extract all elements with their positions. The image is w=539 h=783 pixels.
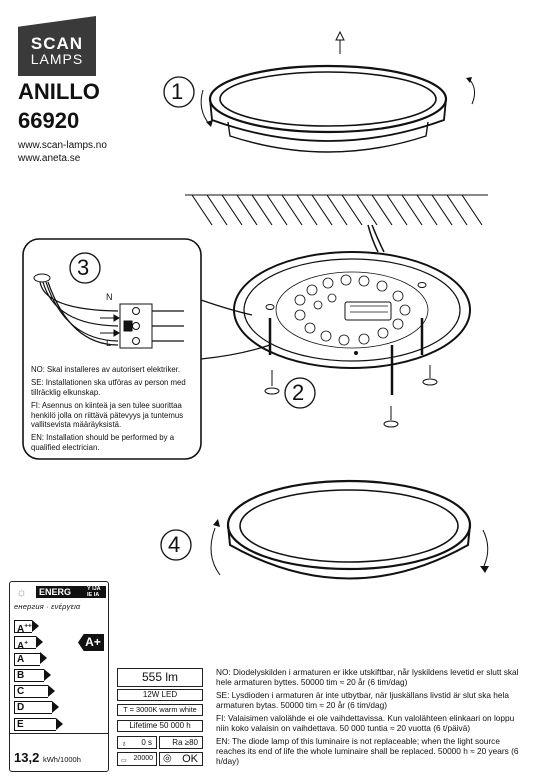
wires: [39, 281, 184, 346]
energy-consumption: 13,2 kWh/1000h: [14, 750, 81, 765]
lamp-note-fi: FI: Valaisimen valolähde ei ole vaihdett…: [216, 713, 515, 733]
logo-line-1: SCAN: [30, 33, 84, 53]
warmup-time: ♁ 0 s: [117, 736, 157, 749]
neutral-label: N: [106, 292, 113, 302]
consumption-value: 13,2: [14, 750, 40, 765]
terminal-block: [119, 303, 153, 349]
energy-class-row: D: [14, 701, 59, 715]
energy-class-row: A++: [14, 619, 39, 635]
energy-rating-badge: A+: [78, 634, 104, 651]
note-se: SE: Installationen ska utföras av person…: [31, 378, 186, 397]
website-link[interactable]: www.scan-lamps.no: [18, 140, 107, 151]
color-rendering-index: Ra ≥80: [159, 736, 203, 749]
energy-class-scale: A++ A+ A B C D E: [14, 619, 63, 734]
live-label: L: [106, 338, 112, 348]
step-circle: [69, 252, 101, 284]
energy-class-row: B: [14, 668, 51, 682]
arrow-icon: [100, 314, 120, 337]
energy-title-suffix: Y IJA IE IA: [87, 586, 101, 598]
brand-logo: SCAN LAMPS: [18, 16, 96, 76]
dimmer-icon: ◎: [163, 753, 172, 764]
ceiling-hatch: [185, 194, 488, 226]
installation-notes: NO: Skal installeres av autorisert elekt…: [31, 365, 199, 456]
energy-label: ☼ ENERG Y IJA IE IA енергия · ενέργεια A…: [9, 581, 109, 772]
step-circle: [163, 76, 195, 108]
lamp-note-no: NO: Diodelyskilden i armaturen er ikke u…: [216, 667, 519, 687]
led-module: [294, 274, 411, 346]
lumen-value: 555 lm: [117, 668, 203, 687]
step-circle: [284, 377, 316, 409]
step-number: 2: [292, 380, 305, 405]
sun-icon: ☼: [16, 585, 27, 599]
energy-title: ENERG: [39, 587, 72, 597]
lamp-note-en: EN: The diode lamp of this luminaire is …: [216, 736, 519, 766]
energy-class-row: A: [14, 652, 47, 666]
energy-header: ☼ ENERG Y IJA IE IA: [10, 582, 108, 600]
dimmable-ok: ◎ OK: [159, 752, 203, 766]
energy-class-row: C: [14, 684, 55, 699]
logo-line-2: LAMPS: [30, 50, 84, 67]
fixture-top-view: [208, 64, 448, 153]
switch-icon: ▭: [121, 758, 127, 764]
energy-subtitle: енергия · ενέργεια: [14, 602, 81, 611]
lamp-note-se: SE: Lysdioden i armaturen är inte utbytb…: [216, 690, 509, 710]
rotate-arrow-icon: [200, 89, 211, 126]
switching-cycles: ▭ 20000: [117, 752, 157, 766]
product-name: ANILLO: [18, 79, 100, 104]
wiring-panel: [22, 238, 202, 460]
product-code: 66920: [18, 108, 80, 133]
fixture-bottom-view: [226, 479, 472, 580]
rotate-arrow-icon: [469, 79, 476, 105]
energy-class-row: A+: [14, 636, 43, 652]
lamp-icon: ♁: [121, 739, 127, 748]
rotate-arrow-icon: [482, 529, 489, 567]
energy-class-row: E: [14, 717, 63, 731]
color-temperature-value: T = 3000K warm white: [117, 704, 203, 716]
note-en: EN: Installation should be performed by …: [31, 433, 175, 452]
light-source-notes: NO: Diodelyskilden i armaturen er ikke u…: [216, 667, 522, 769]
consumption-unit: kWh/1000h: [42, 755, 81, 764]
power-value: 12W LED: [117, 689, 203, 701]
note-fi: FI: Asennus on kiinteä ja sen tulee suor…: [31, 401, 184, 430]
lifetime-value: Lifetime 50 000 h: [117, 720, 203, 732]
screw-icon: [264, 318, 438, 428]
website-link[interactable]: www.aneta.se: [18, 153, 81, 164]
step-number: 3: [77, 255, 90, 280]
step-circle: [160, 529, 192, 561]
up-arrow-icon: [335, 30, 345, 54]
note-no: NO: Skal installeres av autorisert elekt…: [31, 365, 181, 374]
step-number: 4: [168, 532, 181, 557]
rotate-arrow-icon: [210, 527, 221, 576]
step-number: 1: [171, 79, 184, 104]
